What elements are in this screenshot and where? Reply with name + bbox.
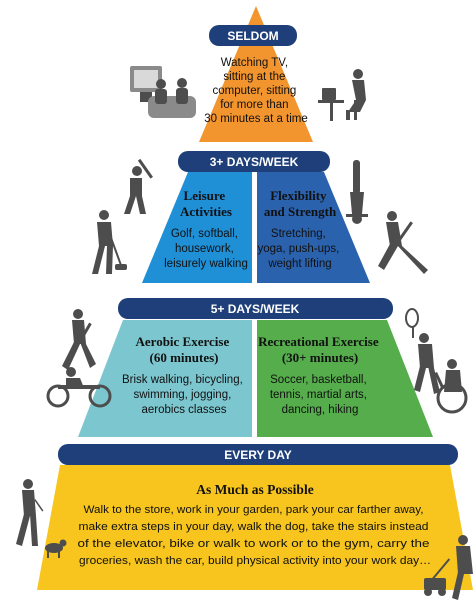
tier-seldom-panel xyxy=(199,6,313,142)
lunge-stretch-icon xyxy=(378,211,428,274)
aerobic-heading-line: (60 minutes) xyxy=(150,350,219,365)
aerobic-line: swimming, jogging, xyxy=(134,389,232,401)
leisure-line: housework, xyxy=(175,243,234,255)
banner-3-days: 3+ DAYS/WEEK xyxy=(178,151,330,172)
seldom-description: Watching TV, sitting at the computer, si… xyxy=(204,57,308,125)
everyday-line: Walk to the store, work in your garden, … xyxy=(83,504,423,516)
seldom-line: for more than xyxy=(220,99,288,111)
leisure-description: Golf, softball, housework, leisurely wal… xyxy=(164,228,248,270)
vacuuming-person-icon xyxy=(92,210,127,274)
recreational-description: Soccer, basketball, tennis, martial arts… xyxy=(270,374,370,416)
seldom-line: 30 minutes at a time xyxy=(204,113,308,125)
hand-cyclist-icon xyxy=(46,367,112,408)
recreational-heading-line: (30+ minutes) xyxy=(282,350,358,365)
wheelchair-athlete-icon xyxy=(434,359,468,414)
leisure-heading: Leisure Activities xyxy=(180,188,232,219)
jogger-icon xyxy=(62,309,96,370)
seldom-line: Watching TV, xyxy=(221,57,288,69)
everyday-line: groceries, wash the car, build physical … xyxy=(79,555,431,567)
banner-every-day-label: EVERY DAY xyxy=(224,448,292,462)
banner-seldom: SELDOM xyxy=(209,25,297,46)
aerobic-description: Brisk walking, bicycling, swimming, jogg… xyxy=(122,374,246,416)
banner-every-day: EVERY DAY xyxy=(58,444,458,465)
computer-user-icon xyxy=(318,69,366,121)
leisure-line: Golf, softball, xyxy=(171,228,238,240)
lawn-mower-person-icon xyxy=(424,535,473,600)
flexibility-heading-line: Flexibility xyxy=(270,188,327,203)
banner-5-days: 5+ DAYS/WEEK xyxy=(118,298,393,319)
flexibility-line: weight lifting xyxy=(267,258,331,270)
headstand-person-icon xyxy=(346,160,368,224)
aerobic-heading-line: Aerobic Exercise xyxy=(136,334,230,349)
tier-everyday-panel xyxy=(37,465,473,590)
flexibility-heading-line: and Strength xyxy=(264,204,337,219)
seldom-line: sitting at the xyxy=(223,71,285,83)
tier-leisure-panel xyxy=(142,172,252,283)
flexibility-line: yoga, push-ups, xyxy=(257,243,339,255)
everyday-heading: As Much as Possible xyxy=(196,482,313,497)
banner-5-days-label: 5+ DAYS/WEEK xyxy=(211,302,300,316)
aerobic-line: aerobics classes xyxy=(141,404,226,416)
aerobic-heading: Aerobic Exercise (60 minutes) xyxy=(136,334,233,365)
aerobic-line: Brisk walking, bicycling, xyxy=(122,374,243,386)
recreational-heading: Recreational Exercise (30+ minutes) xyxy=(258,334,382,365)
tier-aerobic-panel xyxy=(78,320,252,437)
seldom-line: computer, sitting xyxy=(213,85,297,97)
batter-icon xyxy=(124,158,153,214)
everyday-description: Walk to the store, work in your garden, … xyxy=(77,504,432,567)
recreational-line: Soccer, basketball, xyxy=(270,374,367,386)
everyday-line: make extra steps in your day, walk the d… xyxy=(78,521,428,533)
flexibility-heading: Flexibility and Strength xyxy=(264,188,337,219)
recreational-heading-line: Recreational Exercise xyxy=(258,334,379,349)
banner-seldom-label: SELDOM xyxy=(227,29,278,43)
tennis-player-icon xyxy=(405,308,440,394)
flexibility-description: Stretching, yoga, push-ups, weight lifti… xyxy=(257,228,342,270)
tv-watching-couple-icon xyxy=(130,66,196,118)
flexibility-line: Stretching, xyxy=(271,228,326,240)
tier-flexibility-panel xyxy=(257,172,370,283)
everyday-heading-line: As Much as Possible xyxy=(196,482,313,497)
banner-3-days-label: 3+ DAYS/WEEK xyxy=(210,155,299,169)
dog-walker-icon xyxy=(16,479,67,558)
everyday-line: of the elevator, bike or walk to work or… xyxy=(77,538,429,550)
tier-recreational-panel xyxy=(257,320,433,437)
recreational-line: tennis, martial arts, xyxy=(270,389,367,401)
leisure-heading-line: Activities xyxy=(180,204,232,219)
recreational-line: dancing, hiking xyxy=(282,404,359,416)
leisure-heading-line: Leisure xyxy=(184,188,226,203)
leisure-line: leisurely walking xyxy=(164,258,248,270)
